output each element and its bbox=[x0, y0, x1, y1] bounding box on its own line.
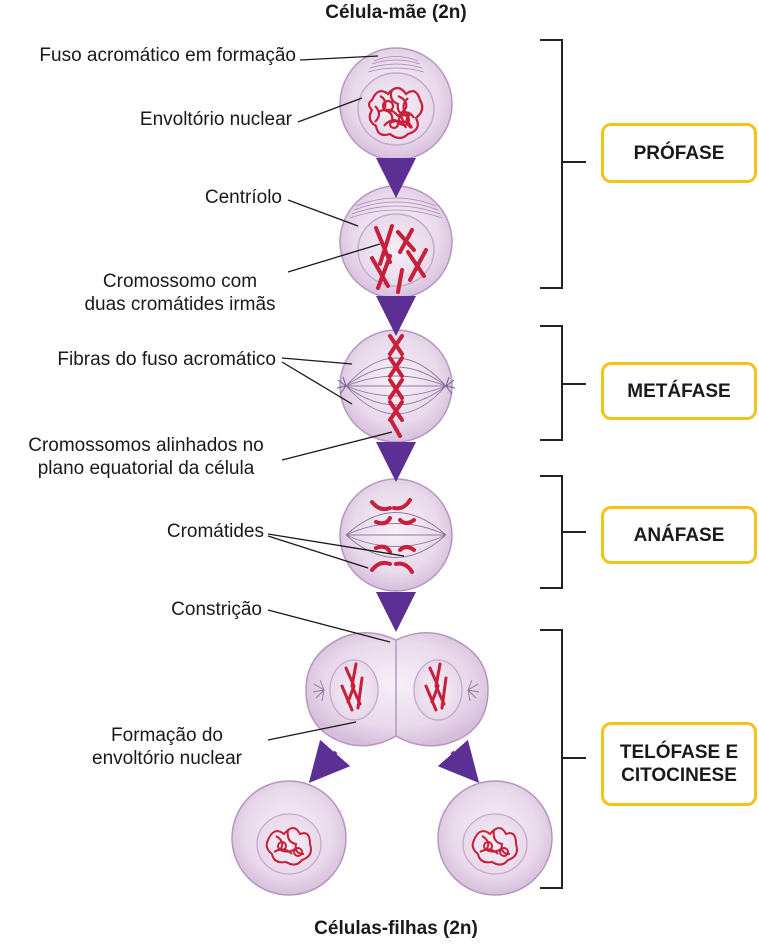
label-alinhados: Cromossomos alinhados no plano equatoria… bbox=[12, 434, 280, 480]
bracket-metafase bbox=[540, 325, 586, 441]
label-constricao: Constrição bbox=[171, 599, 262, 620]
phase-box-anafase: ANÁFASE bbox=[601, 506, 757, 564]
label-cromossomo-line2: duas cromátides irmãs bbox=[84, 294, 276, 315]
title-mother-cell: Célula-mãe (2n) bbox=[325, 2, 467, 23]
bracket-anafase bbox=[540, 475, 586, 589]
daughter-cell-right bbox=[437, 780, 553, 896]
phase-telofase-line2: CITOCINESE bbox=[621, 765, 737, 786]
chromosomes-aligned bbox=[388, 334, 404, 438]
label-fibras: Fibras do fuso acromático bbox=[57, 349, 276, 370]
cell-prophase-early bbox=[339, 47, 453, 161]
label-formacao: Formação do envoltório nuclear bbox=[70, 724, 264, 770]
spindle-fibers-anaphase bbox=[345, 512, 447, 558]
bracket-telofase bbox=[540, 629, 586, 889]
phase-box-profase: PRÓFASE bbox=[601, 123, 757, 183]
cell-telophase bbox=[305, 632, 489, 747]
phase-box-metafase: METÁFASE bbox=[601, 362, 757, 420]
label-alinhados-line1: Cromossomos alinhados no bbox=[28, 435, 264, 456]
asters bbox=[336, 376, 456, 395]
arrow-5 bbox=[308, 739, 351, 784]
phase-box-telofase: TELÓFASE E CITOCINESE bbox=[601, 722, 757, 806]
label-cromossomo-line1: Cromossomo com bbox=[102, 271, 258, 292]
spindle-fibers bbox=[349, 197, 443, 219]
cell-metaphase bbox=[336, 329, 456, 443]
arrow-6 bbox=[437, 739, 480, 784]
leader-lines bbox=[267, 55, 405, 741]
cell-prophase-late bbox=[339, 185, 453, 299]
phase-telofase-line1: TELÓFASE E bbox=[619, 742, 739, 763]
chromatin bbox=[367, 86, 424, 140]
daughter-cell-left bbox=[231, 780, 347, 896]
chromatids-separating bbox=[370, 498, 416, 574]
label-centriolo: Centríolo bbox=[204, 187, 282, 208]
title-daughter-cells: Células-filhas (2n) bbox=[314, 918, 478, 939]
label-formacao-line2: envoltório nuclear bbox=[92, 748, 242, 769]
process-arrows bbox=[308, 158, 480, 784]
asters-telophase bbox=[312, 679, 480, 702]
chromosomes-telophase bbox=[340, 662, 448, 712]
label-fuso-formacao: Fuso acromático em formação bbox=[39, 45, 296, 66]
label-formacao-line1: Formação do bbox=[111, 725, 223, 746]
label-cromatides: Cromátides bbox=[166, 521, 264, 542]
cell-anaphase bbox=[339, 478, 453, 592]
bracket-profase bbox=[540, 39, 586, 289]
phase-brackets bbox=[540, 39, 586, 889]
label-alinhados-line2: plano equatorial da célula bbox=[37, 458, 255, 479]
chromosomes-condensed bbox=[370, 224, 428, 294]
spindle-forming bbox=[367, 56, 425, 73]
label-envoltorio: Envoltório nuclear bbox=[139, 109, 292, 130]
label-cromossomo: Cromossomo com duas cromátides irmãs bbox=[70, 270, 290, 316]
